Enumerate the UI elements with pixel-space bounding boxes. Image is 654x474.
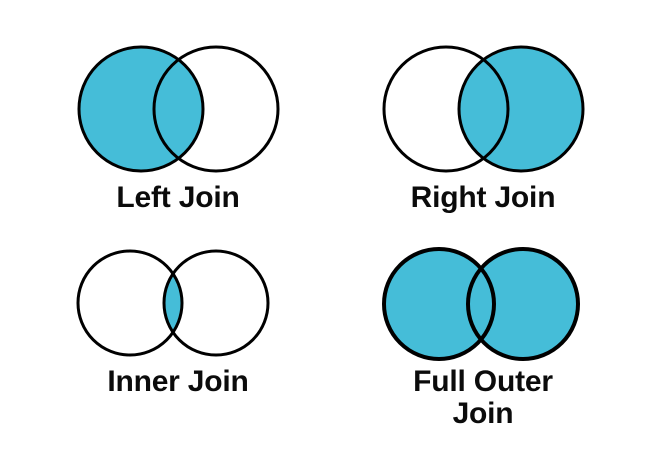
- label-inner-join: Inner Join: [107, 365, 249, 398]
- left-join-intersection-fill: [154, 47, 203, 171]
- right-join-intersection-fill: [459, 47, 508, 171]
- venn-diagram-left-join: [74, 43, 286, 178]
- label-left-join: Left Join: [116, 181, 240, 214]
- left-join-left-circle-outline: [77, 45, 205, 173]
- full-outer-join-right-circle-outline: [466, 247, 580, 361]
- right-join-right-circle-outline: [457, 45, 585, 173]
- inner-join-left-circle-fill: [78, 251, 182, 355]
- left-join-svg: [77, 45, 280, 173]
- inner-join-right-circle-outline: [162, 249, 270, 357]
- inner-join-left-circle-outline: [76, 249, 184, 357]
- full-outer-join-svg: [382, 247, 580, 361]
- full-outer-join-right-circle-fill: [468, 249, 578, 359]
- venn-diagram-inner-join: [74, 246, 279, 360]
- inner-join-right-circle-fill: [164, 251, 268, 355]
- full-outer-join-left-circle-fill: [384, 249, 494, 359]
- left-join-right-circle-outline: [152, 45, 280, 173]
- label-full-outer-join: Full Outer Join: [413, 365, 553, 431]
- label-right-join: Right Join: [410, 181, 556, 214]
- venn-diagram-right-join: [379, 43, 591, 178]
- right-join-left-circle-outline: [382, 45, 510, 173]
- full-outer-join-left-circle-outline: [382, 247, 496, 361]
- right-join-svg: [382, 45, 585, 173]
- inner-join-svg: [76, 249, 270, 357]
- venn-diagram-full-outer-join: [378, 245, 590, 363]
